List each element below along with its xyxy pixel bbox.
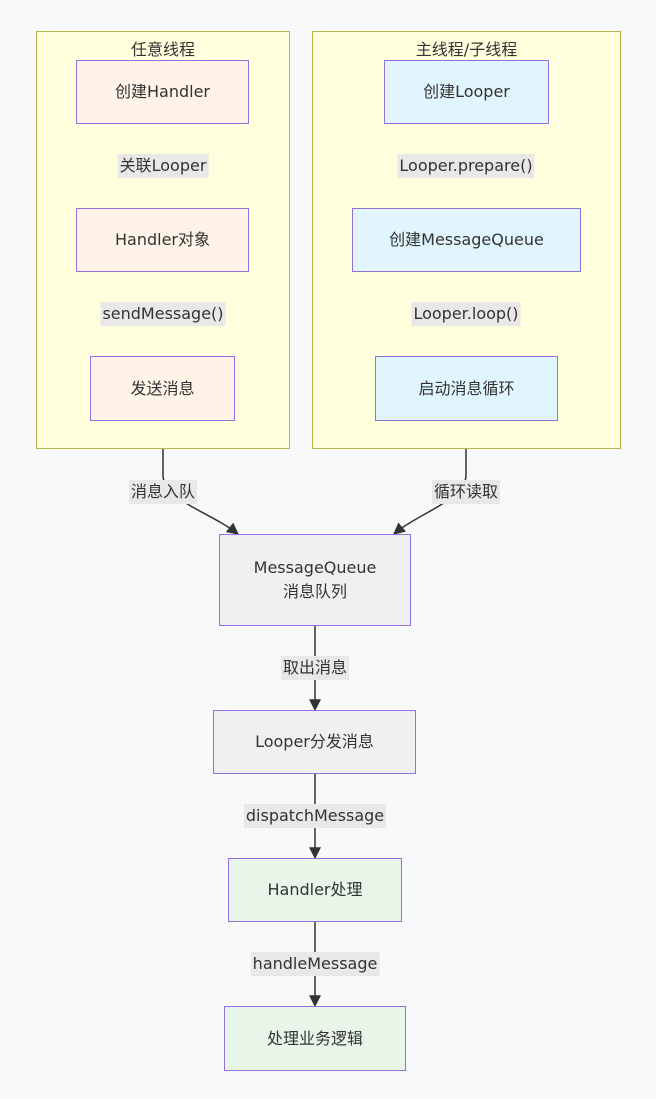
node-business-logic-label: 处理业务逻辑 xyxy=(266,1028,363,1048)
node-start-loop: 启动消息循环 xyxy=(375,356,558,421)
node-create-looper: 创建Looper xyxy=(384,60,549,124)
node-message-queue-line1: MessageQueue xyxy=(253,558,377,577)
edge-label-associate-looper: 关联Looper xyxy=(117,154,209,178)
edge-label-loop-read: 循环读取 xyxy=(431,480,501,504)
node-send-message: 发送消息 xyxy=(90,356,235,421)
cluster-title-main-thread: 主线程/子线程 xyxy=(415,40,518,59)
node-business-logic: 处理业务逻辑 xyxy=(224,1006,406,1071)
edge-label-enqueue: 消息入队 xyxy=(128,480,198,504)
edge-label-looper-prepare: Looper.prepare() xyxy=(397,154,535,178)
node-create-message-queue: 创建MessageQueue xyxy=(352,208,581,272)
edge-label-take-message: 取出消息 xyxy=(280,656,350,680)
edge-label-looper-loop: Looper.loop() xyxy=(411,302,521,326)
node-create-handler: 创建Handler xyxy=(76,60,249,124)
node-create-looper-label: 创建Looper xyxy=(423,82,510,101)
node-handler-process-label: Handler处理 xyxy=(267,880,363,899)
node-looper-dispatch-label: Looper分发消息 xyxy=(255,732,374,751)
node-handler-object-label: Handler对象 xyxy=(114,230,210,249)
cluster-title-any-thread: 任意线程 xyxy=(130,40,195,59)
node-handler-process: Handler处理 xyxy=(228,858,402,922)
node-looper-dispatch: Looper分发消息 xyxy=(213,710,416,774)
node-create-message-queue-label: 创建MessageQueue xyxy=(389,230,544,249)
node-message-queue-line2: 消息队列 xyxy=(282,582,347,601)
node-create-handler-label: 创建Handler xyxy=(114,82,210,101)
node-handler-object: Handler对象 xyxy=(76,208,249,272)
edge-label-dispatch-message: dispatchMessage xyxy=(243,804,387,828)
node-send-message-label: 发送消息 xyxy=(130,378,195,398)
edge-label-send-message: sendMessage() xyxy=(100,302,226,326)
node-start-loop-label: 启动消息循环 xyxy=(418,378,515,398)
node-message-queue: MessageQueue 消息队列 xyxy=(219,534,411,626)
edge-label-handle-message: handleMessage xyxy=(250,952,380,976)
